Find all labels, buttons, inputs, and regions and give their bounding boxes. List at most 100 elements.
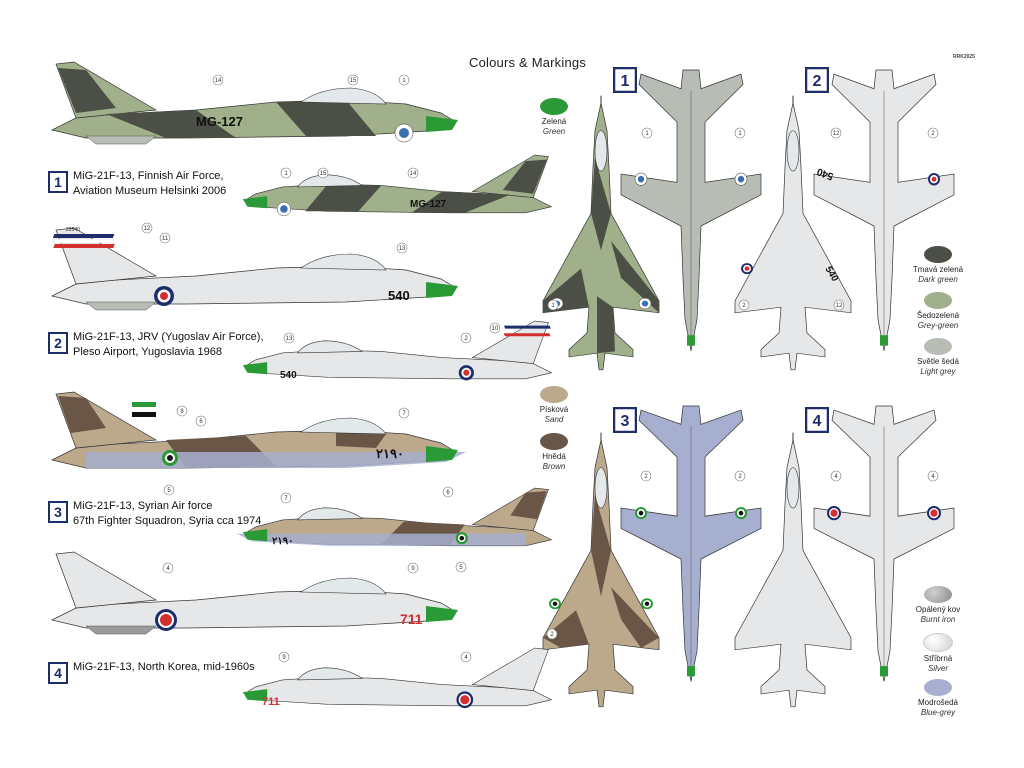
- scheme-1-plan-badge: 1: [613, 67, 637, 93]
- swatch-cz: Světle šedá: [917, 357, 959, 366]
- callout: 15: [347, 74, 359, 86]
- scheme-2-side-small: [242, 320, 552, 381]
- swatch-silver: Stříbrná Silver: [898, 633, 978, 674]
- swatch-dot: [540, 98, 568, 115]
- swatch-en: Burnt iron: [920, 615, 956, 624]
- swatch-cz: Zelená: [541, 117, 567, 126]
- swatch-burnt-iron: Opálený kov Burnt iron: [898, 586, 978, 625]
- scheme-3-subtitle: 67th Fighter Squadron, Syria cca 1974: [73, 515, 262, 527]
- swatch-light-grey: Světle šedá Light grey: [898, 338, 978, 377]
- scheme-3-side-small: [236, 487, 552, 547]
- scheme-2-serial-large: 540: [388, 288, 410, 303]
- svg-text:2: 2: [813, 73, 822, 90]
- svg-text:4: 4: [166, 566, 170, 572]
- catalog-number: RRK2025: [953, 54, 975, 60]
- scheme-2-top-view: 540: [734, 95, 852, 371]
- swatch-dot: [924, 338, 952, 355]
- scheme-3-top-view: [542, 432, 660, 708]
- scheme-2-subtitle: Pleso Airport, Yugoslavia 1968: [73, 346, 223, 358]
- scheme-3-title: MiG-21F-13, Syrian Air force: [73, 500, 213, 512]
- svg-text:15: 15: [320, 171, 327, 177]
- svg-text:13: 13: [399, 246, 406, 252]
- scheme-4-title: MiG-21F-13, North Korea, mid-1960s: [73, 661, 255, 673]
- scheme-1-serial-small: MG-127: [410, 199, 447, 210]
- scheme-1-serial-large: MG-127: [196, 114, 243, 129]
- scheme-4-bottom-view: [813, 405, 955, 682]
- swatch-sand: Písková Sand: [514, 386, 594, 425]
- svg-text:12: 12: [833, 131, 840, 137]
- callout: 1: [547, 299, 559, 311]
- svg-text:14: 14: [410, 171, 417, 177]
- swatch-dot: [540, 386, 568, 403]
- scheme-3-side-large: ٢١٩٠: [51, 391, 466, 469]
- swatch-en: Green: [542, 127, 566, 136]
- scheme-4-side-large: 711: [51, 551, 458, 635]
- swatch-cz: Opálený kov: [915, 605, 961, 614]
- swatch-en: Dark green: [918, 275, 958, 284]
- scheme-number-badge: 1: [48, 171, 68, 193]
- svg-text:2: 2: [644, 474, 648, 480]
- scheme-3-serial-large: ٢١٩٠: [376, 446, 404, 461]
- callout: 12: [141, 222, 153, 234]
- swatch-cz: Modrošedá: [917, 698, 959, 707]
- callout: 6: [442, 486, 454, 498]
- svg-text:4: 4: [931, 474, 935, 480]
- scheme-number-badge: 2: [48, 332, 68, 354]
- swatch-cz: Tmavá zelená: [912, 265, 964, 274]
- callout: 11: [159, 232, 171, 244]
- svg-text:1: 1: [551, 303, 555, 309]
- scheme-3-plan-badge: 3: [613, 407, 637, 433]
- svg-text:2: 2: [54, 335, 62, 351]
- scheme-number-badge: 3: [48, 501, 68, 523]
- callout: 14: [407, 167, 419, 179]
- callout: 2: [546, 628, 558, 640]
- scheme-2-serial-small: 540: [280, 370, 297, 381]
- page-title: Colours & Markings: [469, 55, 587, 70]
- svg-text:1: 1: [402, 78, 406, 84]
- scheme-1-side-small: [242, 154, 552, 217]
- swatch-cz: Šedozelená: [916, 311, 960, 320]
- scheme-1-title: MiG-21F-13, Finnish Air Force,: [73, 170, 224, 182]
- callout: 5: [455, 561, 467, 573]
- callout: 8: [176, 405, 188, 417]
- callout: 1: [398, 74, 410, 86]
- callout: 15: [317, 167, 329, 179]
- callout: 2: [738, 299, 750, 311]
- swatch-dot: [924, 246, 952, 263]
- scheme-1-subtitle: Aviation Museum Helsinki 2006: [73, 185, 227, 197]
- svg-text:6: 6: [446, 490, 450, 496]
- callout: 1: [280, 167, 292, 179]
- scheme-1-top-view: [542, 95, 660, 371]
- scheme-1-side-large: MG-127: [51, 61, 458, 145]
- svg-text:4: 4: [54, 665, 62, 681]
- callout: 4: [460, 651, 472, 663]
- swatch-en: Grey-green: [917, 321, 959, 330]
- swatch-dot: [924, 679, 952, 696]
- callout: 4: [927, 470, 939, 482]
- callout: 4: [830, 470, 842, 482]
- scheme-4-side-small: [242, 647, 552, 709]
- callout: 10: [489, 322, 501, 334]
- svg-text:2: 2: [464, 336, 468, 342]
- swatch-en: Light grey: [920, 367, 956, 376]
- svg-text:14: 14: [215, 78, 222, 84]
- swatch-green: Zelená Green: [514, 98, 594, 137]
- callout: 12: [833, 299, 845, 311]
- callouts: 14 15 1 1 15 14 12 11 13 13 2 10 8 6 7 5…: [141, 74, 939, 663]
- svg-text:7: 7: [284, 496, 288, 502]
- svg-text:2: 2: [742, 303, 746, 309]
- svg-text:4: 4: [464, 655, 468, 661]
- scheme-2-side-large: 540 22540: [51, 227, 458, 311]
- swatch-dot: [924, 292, 952, 309]
- scheme-2-tail-serial: 22540: [66, 227, 80, 233]
- swatch-cz: Hnědá: [542, 452, 566, 461]
- callout: 9: [407, 562, 419, 574]
- svg-text:2: 2: [931, 131, 935, 137]
- swatch-en: Brown: [542, 462, 566, 471]
- scheme-4-serial-large: 711: [400, 611, 423, 627]
- callout: 2: [640, 470, 652, 482]
- svg-text:9: 9: [282, 655, 286, 661]
- swatch-dot: [924, 586, 952, 603]
